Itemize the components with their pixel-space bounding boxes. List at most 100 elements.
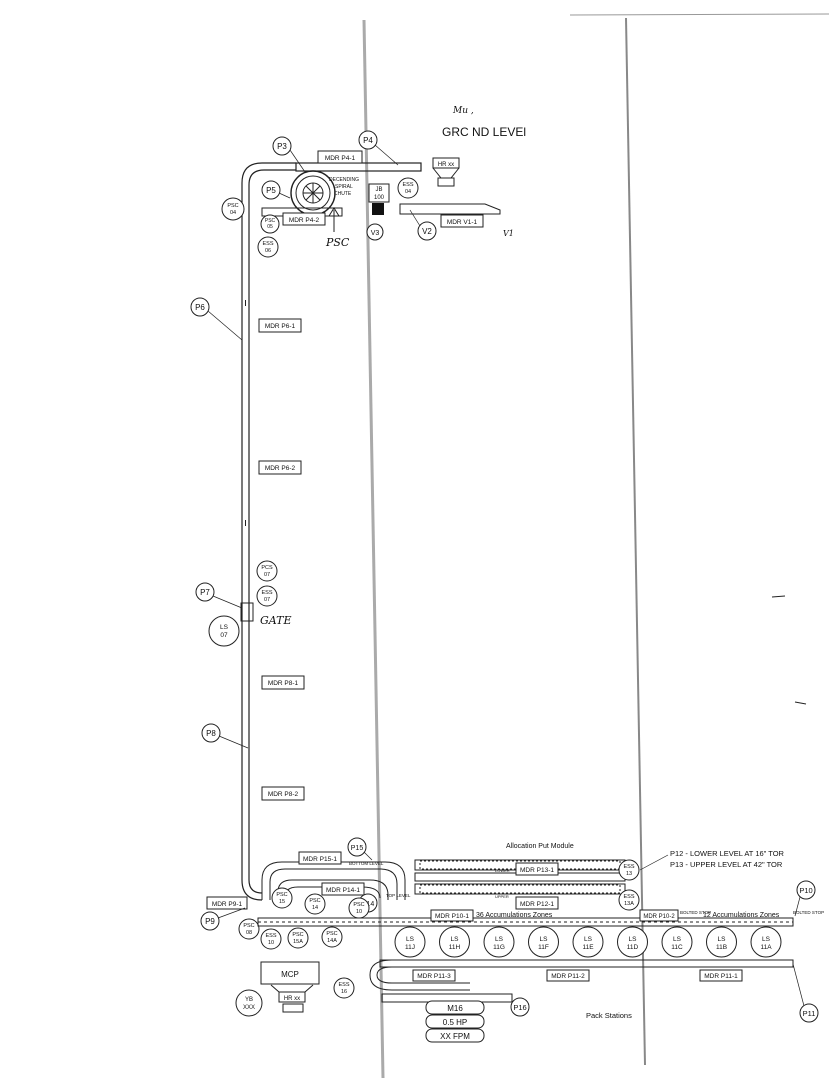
mcp-label: MCP <box>281 970 299 979</box>
scan-fold-line-right <box>625 17 646 1066</box>
mdr-p15-1-label: MDR P15-1 <box>303 856 337 863</box>
mdr-p4-2-label: MDR P4-2 <box>289 217 320 224</box>
ess06-circle <box>257 236 279 258</box>
motor-id-box <box>425 1000 485 1015</box>
ls-station-circle <box>661 926 693 958</box>
gate-mechanism <box>240 602 254 622</box>
mdr-p11-2-label: MDR P11-2 <box>551 973 585 980</box>
mdr-p14-1-box <box>321 882 365 896</box>
ess10-circle <box>260 928 282 950</box>
ess13a-circle <box>618 889 640 911</box>
ls-station-circle <box>394 926 426 958</box>
motor-hp: 0.5 HP <box>443 1018 467 1027</box>
callout-p15 <box>347 837 373 861</box>
spiral-label-2: SPIRAL <box>335 184 353 190</box>
mdr-p12-1-box <box>515 896 559 910</box>
hr-bottom-arms <box>270 984 314 993</box>
psc05-circle <box>260 214 280 234</box>
ls-station-circle <box>617 926 648 958</box>
spiral-label-1: DECENDING <box>329 177 359 183</box>
mdr-p13-1-label: MDR P13-1 <box>520 867 554 874</box>
ls-station-id: 11H <box>449 944 461 951</box>
mdr-p8-2-box <box>261 786 305 801</box>
motor-id: M16 <box>447 1004 463 1013</box>
hr-top-base <box>437 177 455 187</box>
ls-station-circle <box>528 926 559 958</box>
hr-top-hopper <box>432 167 460 179</box>
psc08-circle <box>238 918 260 940</box>
ess04-l1: ESS <box>402 182 413 188</box>
callout-p9-label: P9 <box>205 917 215 926</box>
psc14-circle <box>304 893 326 915</box>
psc10-l2: 10 <box>356 909 362 915</box>
mdr-p11-3-label: MDR P11-3 <box>417 973 451 980</box>
ls-station-id: 11B <box>716 944 727 951</box>
conveyor-p4-1 <box>295 162 422 172</box>
ls-station-id: 11A <box>760 944 772 951</box>
ess07-circle <box>256 585 278 607</box>
lower-label: LOWER <box>495 868 510 873</box>
psc15a-l1: PSC <box>292 932 303 938</box>
mdr-p10-1-box <box>430 909 474 922</box>
pcs07-circle <box>256 560 278 582</box>
ls-station-prefix: LS <box>718 936 727 943</box>
hr-top-label: HR xx <box>438 162 454 168</box>
callout-p6 <box>190 297 243 341</box>
callout-v1: V1 <box>503 229 514 238</box>
callout-p3-label: P3 <box>277 142 287 151</box>
mdr-p4-2-box <box>282 212 326 226</box>
ess16-circle <box>333 977 355 999</box>
bolted-stop-2: BOLTED STOP <box>793 910 824 915</box>
mdr-p9-1-label: MDR P9-1 <box>212 901 243 908</box>
ess10-l2: 10 <box>268 940 274 946</box>
ess13a-l2: 13A <box>624 901 634 907</box>
ess06-l1: ESS <box>262 241 273 247</box>
psc14a-circle <box>321 926 343 948</box>
callout-p9 <box>200 907 246 931</box>
ls-station-prefix: LS <box>584 936 593 943</box>
zones-12: 12 Accumulations Zones <box>703 912 780 919</box>
hr-bottom-box <box>278 991 306 1003</box>
ess13a-l1: ESS <box>623 894 634 900</box>
yb-l2: XXX <box>243 1005 255 1011</box>
jb-box <box>368 183 390 203</box>
psc15a-l2: 15A <box>293 939 303 945</box>
ess16-l2: 16 <box>341 989 347 995</box>
ls-station-circle <box>572 926 604 958</box>
jb-block <box>372 203 384 215</box>
yb-l1: YB <box>245 997 253 1003</box>
mdr-p11-3-box <box>412 969 456 982</box>
mdr-p11-1-box <box>699 969 743 982</box>
callout-p11-label: P11 <box>803 1009 816 1018</box>
handwritten-gate: GATE <box>260 614 292 627</box>
mdr-p14-1-label: MDR P14-1 <box>326 887 360 894</box>
callout-p7-label: P7 <box>200 588 210 597</box>
stray-mark-2 <box>794 701 807 705</box>
top-level-label: TOP LEVEL <box>386 893 411 898</box>
bolted-stop-1: BOLTED STOP <box>680 910 711 915</box>
ess06-l2: 06 <box>265 248 271 254</box>
mdr-p10-2-label: MDR P10-2 <box>643 914 675 920</box>
ess10-l1: ESS <box>265 933 276 939</box>
mdr-v1-1-box <box>440 214 484 228</box>
ls-station-circle <box>483 926 515 958</box>
psc10-circle <box>348 897 370 919</box>
note-p12: P12 - LOWER LEVEL AT 16" TOR <box>670 849 785 858</box>
psc15a-circle <box>287 927 309 949</box>
ls07-circle <box>208 615 240 647</box>
psc05-l2: 05 <box>267 224 273 230</box>
mdr-p6-2-label: MDR P6-2 <box>265 465 296 472</box>
psc05-l1: PSC <box>265 218 276 224</box>
callout-p10-label: P10 <box>799 886 812 895</box>
callout-p8-label: P8 <box>206 729 216 738</box>
motor-speed-box <box>425 1028 485 1043</box>
ess07-l2: 07 <box>264 597 270 603</box>
level-title: GRC ND LEVEl <box>442 125 526 139</box>
motor-hp-box <box>425 1014 485 1029</box>
psc14-l2: 14 <box>312 905 318 911</box>
pcs07-l2: 07 <box>264 572 270 578</box>
psc10-l1: PSC <box>353 902 364 908</box>
hr-bottom-label: HR xx <box>284 996 300 1002</box>
mdr-p9-1-box <box>206 896 248 910</box>
ls-station-row: LS11JLS11HLS11GLS11FLS11ELS11DLS11CLS11B… <box>394 926 782 958</box>
